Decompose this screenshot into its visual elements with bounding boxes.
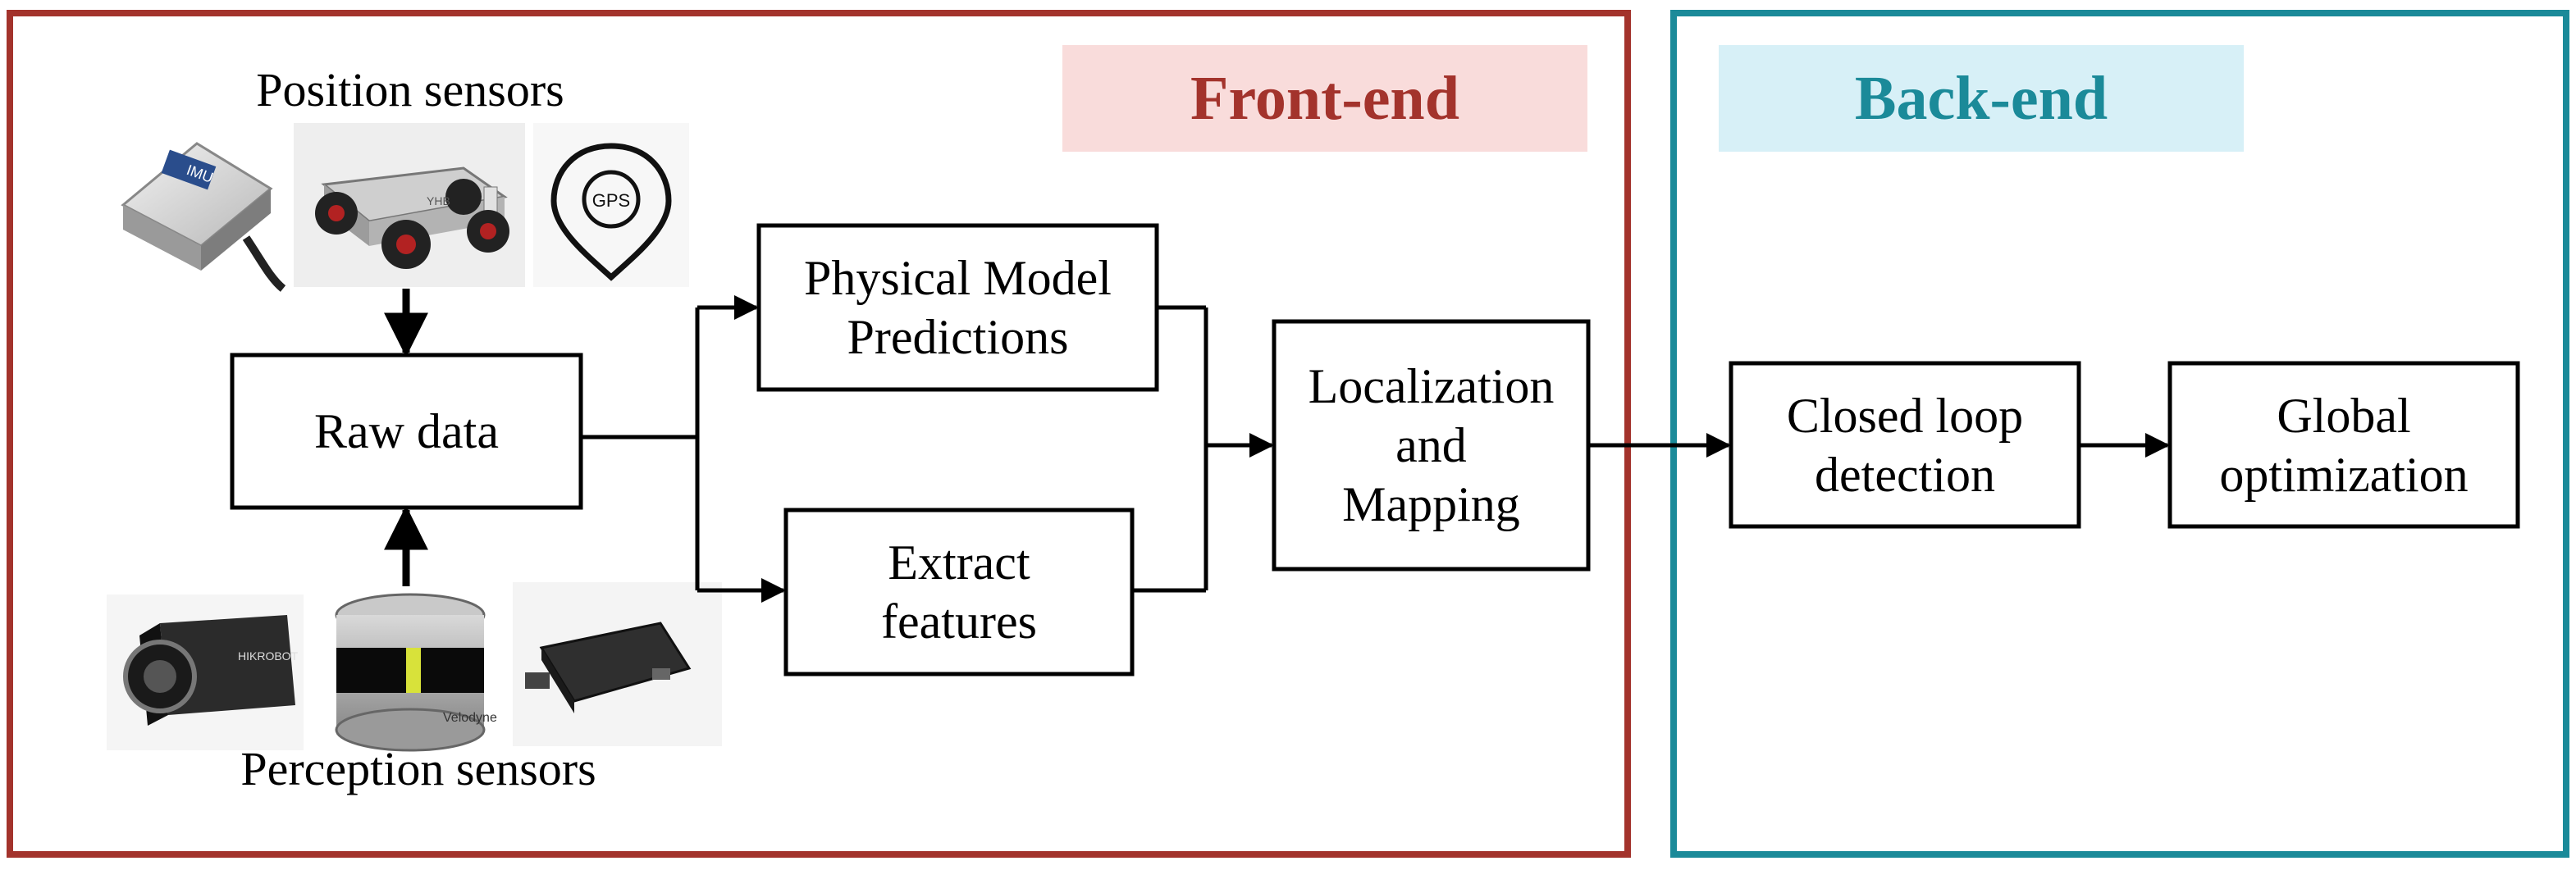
wheeled-robot-icon: YHB bbox=[294, 123, 525, 287]
raw-data-label: Raw data bbox=[314, 404, 499, 458]
back-end-heading: Back-end bbox=[1719, 45, 2244, 152]
radar-module-icon bbox=[513, 582, 722, 746]
camera-brand-text: HIKROBOT bbox=[238, 649, 299, 663]
position-sensors-label: Position sensors bbox=[256, 63, 564, 117]
perception-sensors-label: Perception sensors bbox=[240, 742, 596, 796]
gps-text: GPS bbox=[592, 190, 630, 211]
gps-pin-icon: GPS bbox=[533, 123, 689, 287]
localization-node bbox=[1272, 319, 1591, 572]
extract-features-label: Extract features bbox=[881, 535, 1037, 649]
global-optimization-node bbox=[2167, 361, 2520, 529]
raw-data-node bbox=[230, 353, 583, 510]
physical-model-node bbox=[756, 223, 1159, 392]
extract-features-node bbox=[783, 508, 1135, 676]
imu-sensor-icon: IMU bbox=[121, 123, 287, 292]
lidar-icon: Velodyne bbox=[328, 586, 497, 754]
physical-model-label: Physical Model Predictions bbox=[804, 251, 1112, 364]
back-end-frame bbox=[1670, 10, 2569, 858]
global-optimization-label: Global optimization bbox=[2219, 388, 2469, 502]
closed-loop-label: Closed loop detection bbox=[1786, 388, 2024, 502]
lidar-brand-text: Velodyne bbox=[443, 711, 497, 725]
camera-icon: HIKROBOT bbox=[107, 594, 304, 750]
robot-brand-text: YHB bbox=[427, 194, 450, 207]
localization-label: Localization and Mapping bbox=[1308, 359, 1555, 531]
front-end-frame bbox=[7, 10, 1631, 858]
connectors bbox=[384, 289, 2170, 603]
front-end-heading: Front-end bbox=[1062, 45, 1587, 152]
closed-loop-node bbox=[1729, 361, 2081, 529]
